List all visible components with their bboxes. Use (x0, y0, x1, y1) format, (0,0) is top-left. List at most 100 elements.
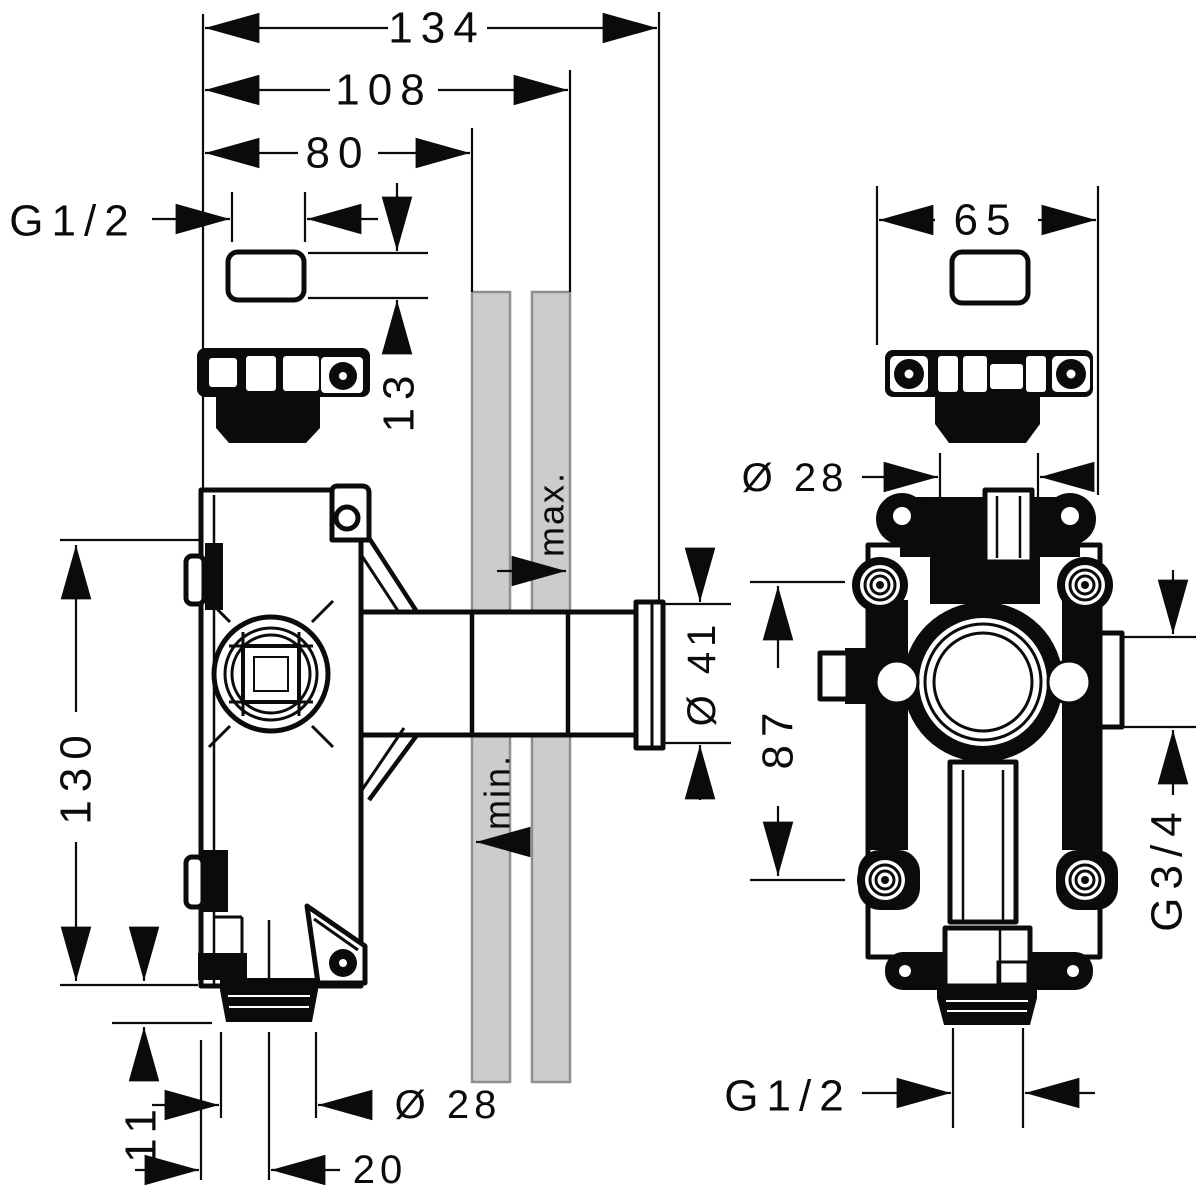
dim-label-11: 11 (117, 1101, 166, 1163)
body-dark (868, 750, 908, 850)
mount-screw (852, 557, 908, 613)
wall-max-label: max. (531, 471, 572, 557)
screw-dot (881, 876, 889, 884)
side-port-circle-inner (230, 633, 312, 715)
side-pocket (874, 659, 920, 705)
wall-min-marker: min. (476, 754, 531, 858)
side-lug-dark (203, 850, 228, 912)
plate-window (990, 364, 1023, 389)
bracket-hole (333, 504, 361, 532)
side-port-circle-inner (223, 626, 319, 722)
screw-dot (1081, 876, 1089, 884)
dim-max-depth: 108 (205, 66, 568, 115)
side-lug-dark (205, 543, 223, 610)
knob-window (225, 249, 307, 303)
ear-hole (893, 507, 911, 525)
plate-slot (246, 356, 276, 391)
plate-slot (283, 356, 319, 391)
dim-pipe-diameter-front: Ø 28 (742, 453, 1095, 592)
side-pipe-endcap (633, 599, 666, 751)
bottom-outlet (942, 925, 1033, 989)
knob-window (949, 249, 1031, 306)
screw-dot (1081, 581, 1089, 589)
screw-center (339, 959, 347, 967)
screw-circle (868, 863, 902, 897)
screw-center (904, 369, 914, 379)
screw-circle (1074, 869, 1096, 891)
plate-slot (963, 356, 987, 392)
bottom-connector (220, 978, 318, 1022)
mount-screw (1057, 557, 1113, 613)
front-view (817, 249, 1125, 1025)
dim-bottom-thread: G1/2 (724, 1028, 1095, 1128)
dim-label-g12-top: G1/2 (9, 197, 136, 246)
dim-label-130: 130 (52, 727, 101, 824)
screw-circle (869, 574, 891, 596)
ear-hole (1067, 965, 1079, 977)
bracket-line (313, 917, 359, 952)
dim-center-offset: 20 (135, 1032, 408, 1188)
dim-min-depth: 80 (205, 129, 470, 178)
dim-label-108: 108 (335, 66, 432, 115)
mount-screw (857, 852, 913, 908)
ear-hole (1061, 507, 1079, 525)
dim-body-height: 130 (52, 538, 200, 987)
dim-label-28-front: Ø 28 (742, 456, 849, 500)
side-pocket (1046, 659, 1092, 705)
screw-circle (1068, 568, 1102, 602)
mount-screw (1057, 852, 1113, 908)
side-lug (183, 854, 206, 910)
strut (360, 555, 406, 621)
dim-label-g34: G3/4 (1143, 804, 1192, 931)
dim-label-g12-bottom: G1/2 (724, 1072, 851, 1121)
screw-dot (876, 581, 884, 589)
screw-circle (1074, 574, 1096, 596)
dim-label-87: 87 (754, 705, 803, 770)
dim-port-spacing: 87 (750, 580, 845, 882)
outlet-detail (996, 960, 1030, 986)
dimensions: 134 108 80 G1/2 (9, 4, 1196, 1188)
dim-label-13: 13 (375, 368, 424, 433)
strut (360, 727, 406, 791)
dim-label-20: 20 (353, 1148, 408, 1188)
screw-center (1066, 369, 1076, 379)
ear-hole (899, 965, 911, 977)
side-lug (183, 553, 207, 607)
dim-bottom-offset: 11 (112, 926, 212, 1163)
dim-plate-width: 65 (875, 186, 1100, 495)
strut (367, 536, 419, 614)
dim-sleeve-diameter: Ø 41 (663, 547, 731, 800)
port-tick (310, 599, 335, 624)
wall-max-marker: max. (497, 471, 572, 587)
dim-side-thread: G3/4 (1124, 570, 1196, 932)
dim-label-134: 134 (388, 4, 485, 53)
dim-label-80: 80 (306, 129, 371, 178)
dim-overall-width: 134 (205, 4, 657, 53)
front-port-face (919, 618, 1047, 746)
front-port-circle (923, 622, 1043, 742)
dim-label-41: Ø 41 (680, 620, 724, 727)
plate-slot (938, 356, 958, 392)
dim-label-28-side: Ø 28 (395, 1083, 502, 1127)
left-stub (817, 650, 851, 702)
dim-window-height: 13 (308, 183, 428, 432)
dim-pipe-diameter-side: Ø 28 (152, 1032, 502, 1127)
side-pipe (358, 609, 641, 738)
port-tick (310, 724, 335, 749)
body-dark (1062, 750, 1100, 850)
top-stem (982, 487, 1035, 565)
plate-slot (209, 358, 237, 387)
side-boss (1097, 630, 1125, 730)
lower-channel (947, 759, 1019, 925)
screw-circle (863, 568, 897, 602)
screw-circle (1068, 863, 1102, 897)
wall-min-label: min. (477, 754, 518, 830)
side-view (183, 249, 666, 1022)
screw-circle (874, 869, 896, 891)
screw-center (339, 372, 347, 380)
side-square-port-inner (253, 656, 289, 692)
port-tick (207, 599, 232, 624)
dim-label-65: 65 (954, 196, 1019, 245)
